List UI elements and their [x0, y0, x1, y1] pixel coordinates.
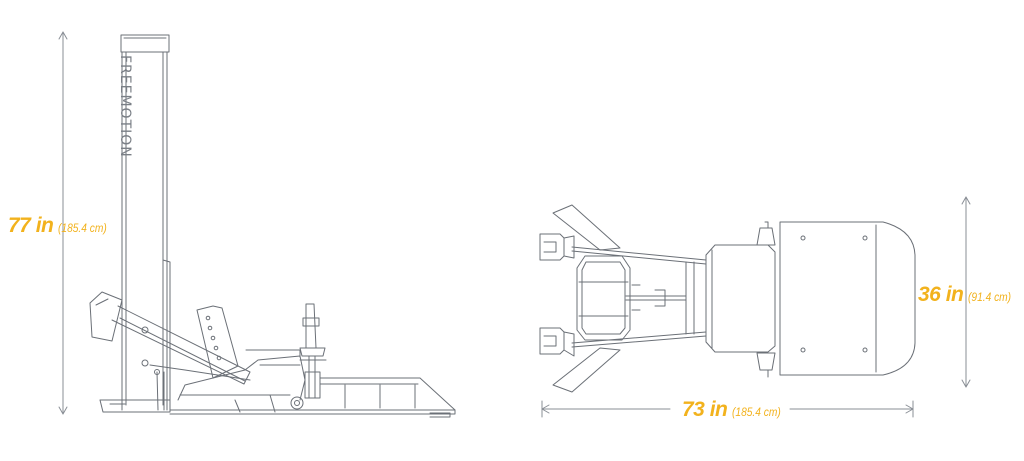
width-dimension-value: 36 in — [918, 283, 964, 306]
length-dimension-label: 73 in (185.4 cm) — [682, 398, 789, 422]
height-dimension-line — [58, 31, 68, 415]
side-view-machine — [89, 34, 456, 418]
length-dimension-metric: (185.4 cm) — [731, 405, 781, 419]
length-dimension-line — [541, 400, 914, 418]
height-dimension-value: 77 in — [8, 214, 54, 237]
height-dimension-metric: (185.4 cm) — [57, 221, 107, 235]
brand-label: FREEMOTION — [117, 55, 133, 158]
width-dimension-line — [961, 196, 971, 388]
width-dimension-label: 36 in (91.4 cm) — [918, 283, 1019, 307]
width-dimension-metric: (91.4 cm) — [967, 290, 1011, 304]
top-view-machine — [539, 204, 916, 393]
length-dimension-value: 73 in — [682, 398, 728, 421]
height-dimension-label: 77 in (185.4 cm) — [8, 214, 115, 238]
